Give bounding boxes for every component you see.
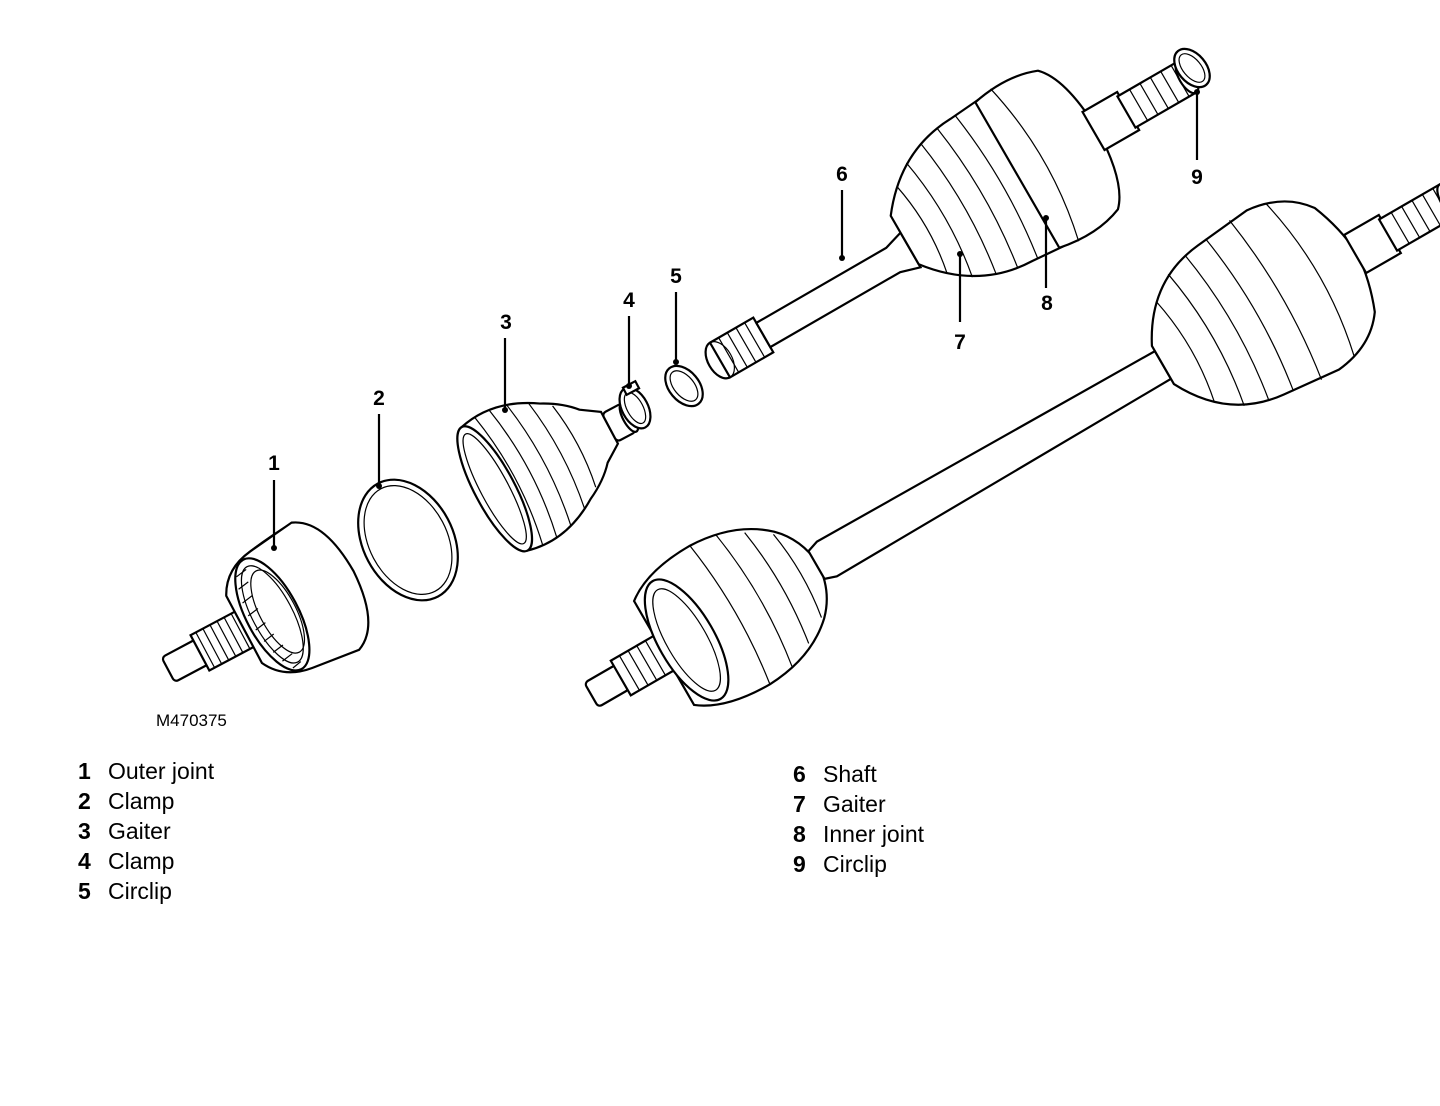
- figure-code: M470375: [156, 711, 227, 730]
- legend-label: Clamp: [108, 788, 175, 814]
- leader-lines: [271, 89, 1200, 551]
- legend-item: 1 Outer joint: [78, 756, 214, 786]
- callout-5: 5: [670, 265, 682, 288]
- callout-2: 2: [373, 387, 385, 410]
- legend-item: 3 Gaiter: [78, 816, 214, 846]
- callout-4: 4: [623, 289, 635, 312]
- legend-item: 7 Gaiter: [793, 789, 924, 819]
- callout-8: 8: [1041, 292, 1053, 315]
- legend-item: 4 Clamp: [78, 846, 214, 876]
- legend-item: 5 Circlip: [78, 876, 214, 906]
- legend-num: 6: [793, 761, 806, 787]
- legend-label: Circlip: [823, 851, 887, 877]
- legend-num: 1: [78, 758, 91, 784]
- assembled-driveshaft-icon: [584, 182, 1440, 707]
- callout-7: 7: [954, 331, 966, 354]
- circlip-icon: [1173, 47, 1211, 89]
- callout-6: 6: [836, 163, 848, 186]
- legend-num: 7: [793, 791, 806, 817]
- legend-label: Outer joint: [108, 758, 215, 784]
- legend-num: 4: [78, 848, 91, 874]
- legend-num: 9: [793, 851, 806, 877]
- callout-9: 9: [1191, 166, 1203, 189]
- circlip-icon: [664, 364, 704, 408]
- legend-item: 6 Shaft: [793, 759, 924, 789]
- legend-right: 6 Shaft 7 Gaiter 8 Inner joint 9 Circlip: [793, 759, 924, 879]
- legend-label: Shaft: [823, 761, 877, 787]
- legend-label: Inner joint: [823, 821, 925, 847]
- gaiter-icon: [456, 401, 640, 553]
- legend-label: Clamp: [108, 848, 175, 874]
- legend-num: 3: [78, 818, 91, 844]
- callout-3: 3: [500, 311, 512, 334]
- legend-num: 5: [78, 878, 91, 904]
- inner-joint-icon: [889, 59, 1200, 278]
- small-clamp-icon: [618, 379, 652, 430]
- legend-num: 2: [78, 788, 91, 814]
- legend-num: 8: [793, 821, 806, 847]
- legend-item: 2 Clamp: [78, 786, 214, 816]
- callout-1: 1: [268, 452, 280, 475]
- outer-joint-icon: [161, 521, 370, 682]
- shaft-icon: [704, 230, 923, 380]
- legend-label: Circlip: [108, 878, 172, 904]
- legend-item: 9 Circlip: [793, 849, 924, 879]
- legend-item: 8 Inner joint: [793, 819, 924, 849]
- legend-label: Gaiter: [823, 791, 886, 817]
- clamp-ring-icon: [357, 478, 459, 602]
- legend-label: Gaiter: [108, 818, 171, 844]
